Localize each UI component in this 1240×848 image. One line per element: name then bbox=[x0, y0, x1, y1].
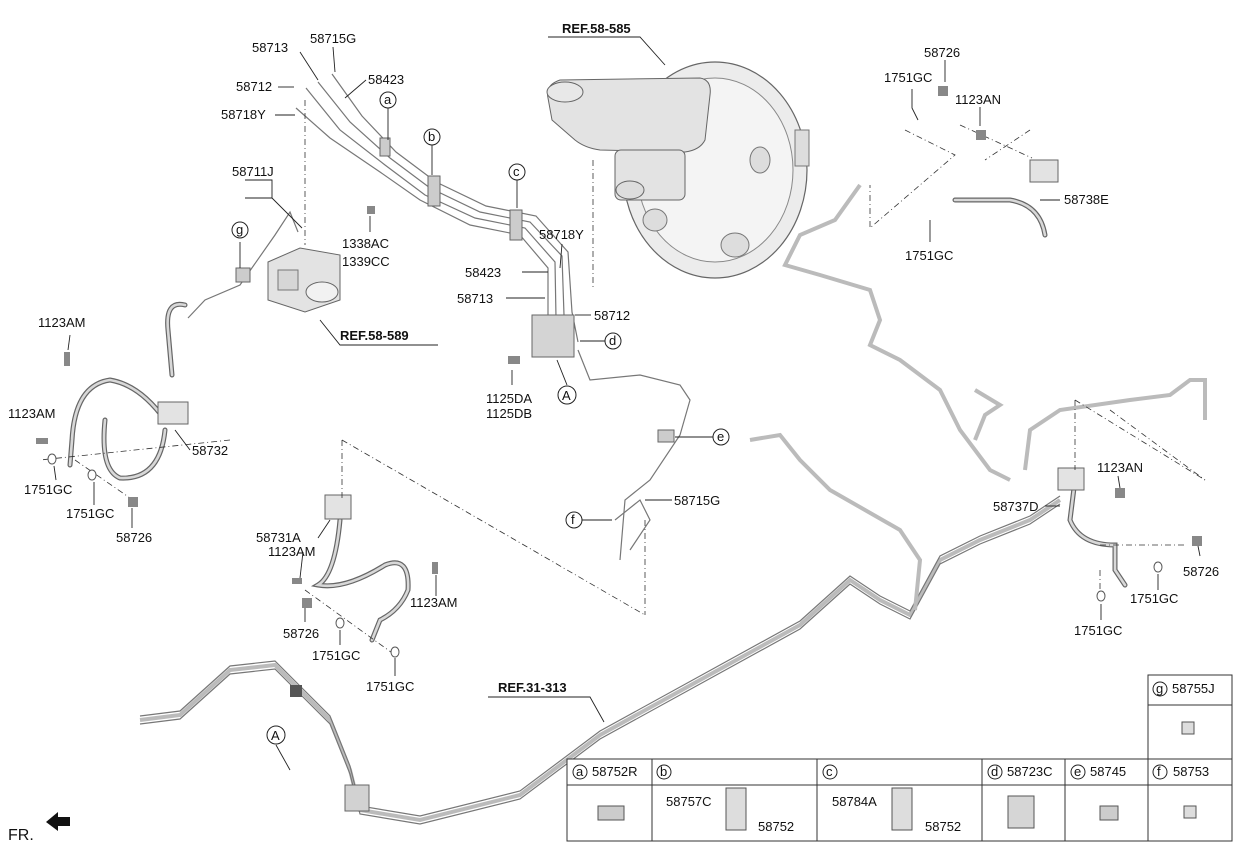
label-58712-top: 58712 bbox=[236, 79, 272, 94]
label-1123AM-a: 1123AM bbox=[38, 315, 85, 330]
label-58718Y-top: 58718Y bbox=[221, 107, 266, 122]
table-d-letter: d bbox=[991, 764, 998, 779]
label-58713-mid: 58713 bbox=[457, 291, 493, 306]
callout-A2: A bbox=[271, 728, 280, 743]
label-58726-b: 58726 bbox=[283, 626, 319, 641]
label-1751GC-d: 1751GC bbox=[366, 679, 414, 694]
label-58718Y-mid: 58718Y bbox=[539, 227, 584, 242]
label-1125DA: 1125DA bbox=[486, 391, 532, 406]
label-1751GC-e: 1751GC bbox=[884, 70, 932, 85]
table-f-letter: f bbox=[1157, 764, 1161, 779]
table-a-letter: a bbox=[576, 764, 584, 779]
table-e-part: 58745 bbox=[1090, 764, 1126, 779]
label-58715G-mid: 58715G bbox=[674, 493, 720, 508]
label-58715G-top: 58715G bbox=[310, 31, 356, 46]
callout-f: f bbox=[571, 512, 575, 527]
label-1338AC: 1338AC bbox=[342, 236, 389, 251]
table-b-part1: 58757C bbox=[666, 794, 712, 809]
callout-g: g bbox=[236, 222, 243, 237]
construction-lines bbox=[39, 100, 1206, 656]
label-58423-top: 58423 bbox=[368, 72, 404, 87]
label-58737D: 58737D bbox=[993, 499, 1039, 514]
label-58738E: 58738E bbox=[1064, 192, 1109, 207]
table-d-part: 58723C bbox=[1007, 764, 1053, 779]
label-58732: 58732 bbox=[192, 443, 228, 458]
front-left-line bbox=[165, 210, 299, 378]
label-58726-c: 58726 bbox=[924, 45, 960, 60]
label-58726-a: 58726 bbox=[116, 530, 152, 545]
right-lower-hose bbox=[1057, 467, 1128, 588]
callout-b-circle bbox=[423, 128, 441, 146]
label-1751GC-b: 1751GC bbox=[66, 506, 114, 521]
table-c-part1: 58784A bbox=[832, 794, 877, 809]
table-g-letter: g bbox=[1156, 681, 1163, 696]
label-1751GC-a: 1751GC bbox=[24, 482, 72, 497]
label-1751GC-c: 1751GC bbox=[312, 648, 360, 663]
label-1123AM-c: 1123AM bbox=[268, 544, 315, 559]
table-f-part: 58753 bbox=[1173, 764, 1209, 779]
callout-e-circle bbox=[712, 428, 730, 446]
label-58713-top: 58713 bbox=[252, 40, 288, 55]
master-cylinder-reservoir bbox=[546, 77, 711, 201]
table-e-letter: e bbox=[1074, 764, 1081, 779]
label-58712-mid: 58712 bbox=[594, 308, 630, 323]
callout-A1-circle bbox=[557, 385, 577, 405]
callout-d: d bbox=[609, 333, 616, 348]
label-1123AN-b: 1123AN bbox=[1097, 460, 1143, 475]
front-arrow-icon bbox=[46, 812, 70, 831]
callout-a-circle bbox=[379, 91, 397, 109]
callout-A1: A bbox=[562, 388, 571, 403]
table-c-letter: c bbox=[826, 764, 833, 779]
fasteners bbox=[36, 86, 1202, 658]
table-c-part2: 58752 bbox=[925, 819, 961, 834]
callout-a: a bbox=[384, 92, 392, 107]
label-58423-mid: 58423 bbox=[465, 265, 501, 280]
leader-lines bbox=[53, 36, 1201, 771]
callout-A2-circle bbox=[266, 725, 286, 745]
table-g-part: 58755J bbox=[1172, 681, 1215, 696]
label-1339CC: 1339CC bbox=[342, 254, 390, 269]
floor-pipe-bundle bbox=[139, 183, 1207, 825]
callout-c-circle bbox=[508, 163, 526, 181]
label-1123AM-b: 1123AM bbox=[8, 406, 55, 421]
part-labels: 58713 58715G 58712 58423 58718Y 58711J 1… bbox=[8, 31, 1219, 694]
label-1751GC-f: 1751GC bbox=[905, 248, 953, 263]
right-upper-hose bbox=[952, 159, 1059, 238]
label-1123AN-a: 1123AN bbox=[955, 92, 1001, 107]
table-a-part: 58752R bbox=[592, 764, 638, 779]
label-1751GC-h: 1751GC bbox=[1074, 623, 1122, 638]
label-58726-d: 58726 bbox=[1183, 564, 1219, 579]
fr-label: FR. bbox=[8, 827, 34, 844]
ref-master-cylinder: REF.58-585 bbox=[562, 21, 631, 36]
label-58731A: 58731A bbox=[256, 530, 301, 545]
table-b-part2: 58752 bbox=[758, 819, 794, 834]
callout-c: c bbox=[513, 164, 520, 179]
ref-hecu: REF.58-589 bbox=[340, 328, 409, 343]
table-b-letter: b bbox=[660, 764, 667, 779]
ref-floor: REF.31-313 bbox=[498, 680, 567, 695]
label-1125DB: 1125DB bbox=[486, 406, 532, 421]
left-rear-hose bbox=[67, 377, 189, 481]
callout-e: e bbox=[717, 429, 724, 444]
callout-g-circle bbox=[231, 221, 249, 239]
center-rear-hose bbox=[310, 494, 411, 643]
callout-f-circle bbox=[565, 511, 583, 529]
callouts: a b c d e f g A A bbox=[231, 91, 730, 745]
hecu-unit bbox=[267, 247, 341, 313]
callout-d-circle bbox=[604, 332, 622, 350]
label-1751GC-g: 1751GC bbox=[1130, 591, 1178, 606]
label-1123AM-d: 1123AM bbox=[410, 595, 457, 610]
label-58711J: 58711J bbox=[232, 164, 274, 179]
parts-table: g 58755J a 58752R b 58757C 58752 c 58784… bbox=[566, 674, 1233, 842]
upper-brake-pipes bbox=[295, 73, 691, 561]
callout-b: b bbox=[428, 129, 435, 144]
